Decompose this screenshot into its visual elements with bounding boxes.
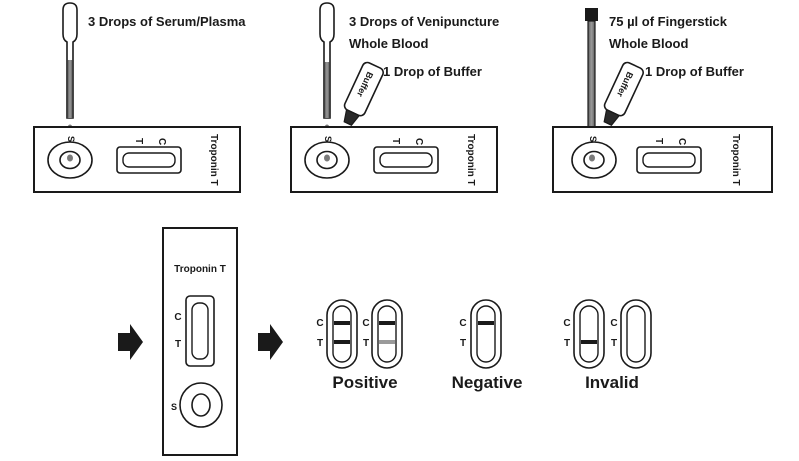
control-line-label: C [676,138,687,145]
test-cassette-horizontal: S T C Troponin T [552,126,773,193]
test-cassette-horizontal: S T C Troponin T [290,126,498,193]
test-cassette-vertical: Troponin T C T S [162,227,238,456]
control-line-band [334,321,350,325]
sample-well-label: S [171,402,177,412]
test-line-label: T [564,338,570,349]
sample-well-label: S [588,136,598,142]
cassette-product-name: Troponin T [465,134,476,186]
test-line-label: T [363,338,369,349]
venipuncture-buffer-instruction: 1 Drop of Buffer [383,64,482,79]
sample-well [304,141,350,179]
control-line-label: C [610,318,617,329]
result-positive-label: Positive [332,373,397,392]
cassette-product-name: Troponin T [174,264,226,275]
control-line-label: C [362,318,369,329]
test-line-label: T [317,338,323,349]
result-strip-negative: C T [459,299,502,369]
result-strip-positive-strong: C T [316,299,358,369]
venipuncture-instruction-line1: 3 Drops of Venipuncture [349,14,499,29]
capillary-tube-icon [585,8,598,128]
control-line-label: C [174,312,181,323]
fingerstick-instruction-line2: Whole Blood [609,36,688,51]
result-window [116,146,182,174]
sample-well [571,141,617,179]
result-window [373,146,439,174]
test-line-label: T [133,138,144,144]
sample-well [47,141,93,179]
result-strip-positive-faint: C T [362,299,403,369]
blood-drop-icon [589,154,595,162]
test-line-label: T [460,338,466,349]
test-line-label: T [611,338,617,349]
fingerstick-buffer-instruction: 1 Drop of Buffer [645,64,744,79]
test-line-label: T [653,138,664,144]
blood-drop-icon [324,154,330,162]
test-cassette-horizontal: S T C Troponin T [33,126,241,193]
result-strip-invalid-t-only: C T [563,299,605,369]
control-line-band [379,321,395,325]
step-venipuncture: 3 Drops of Venipuncture Whole Blood 1 Dr… [290,2,499,193]
sample-well [179,382,223,428]
fingerstick-instruction-line1: 75 µl of Fingerstick [609,14,728,29]
buffer-bottle-icon: Buffer [343,61,384,126]
test-line-label: T [175,339,181,350]
test-line-band [581,340,597,344]
control-line-band [478,321,494,325]
control-line-label: C [459,318,466,329]
dropper-pipette-icon [319,2,335,132]
blood-drop-icon [67,154,73,162]
dropper-pipette-icon [62,2,78,140]
control-line-label: C [156,138,167,145]
sample-well-label: S [323,136,333,142]
test-line-label: T [390,138,401,144]
test-line-band [379,340,395,344]
control-line-label: C [563,318,570,329]
cassette-product-name: Troponin T [208,134,219,186]
result-negative-label: Negative [452,373,523,392]
result-window [636,146,702,174]
step-fingerstick: 75 µl of Fingerstick Whole Blood 1 Drop … [552,8,773,193]
step-serum-plasma: 3 Drops of Serum/Plasma S T C Troponin T [33,2,246,193]
buffer-bottle-icon: Buffer [603,61,644,126]
venipuncture-instruction-line2: Whole Blood [349,36,428,51]
control-line-label: C [316,318,323,329]
result-window [185,295,215,367]
test-line-band [334,340,350,344]
result-invalid-label: Invalid [585,373,639,392]
arrow-right-icon [118,324,143,360]
control-line-label: C [413,138,424,145]
sample-well-label: S [66,136,76,142]
serum-instruction: 3 Drops of Serum/Plasma [88,14,246,29]
arrow-right-icon [258,324,283,360]
result-strip-invalid-no-lines: C T [610,299,652,369]
cassette-product-name: Troponin T [730,134,741,186]
